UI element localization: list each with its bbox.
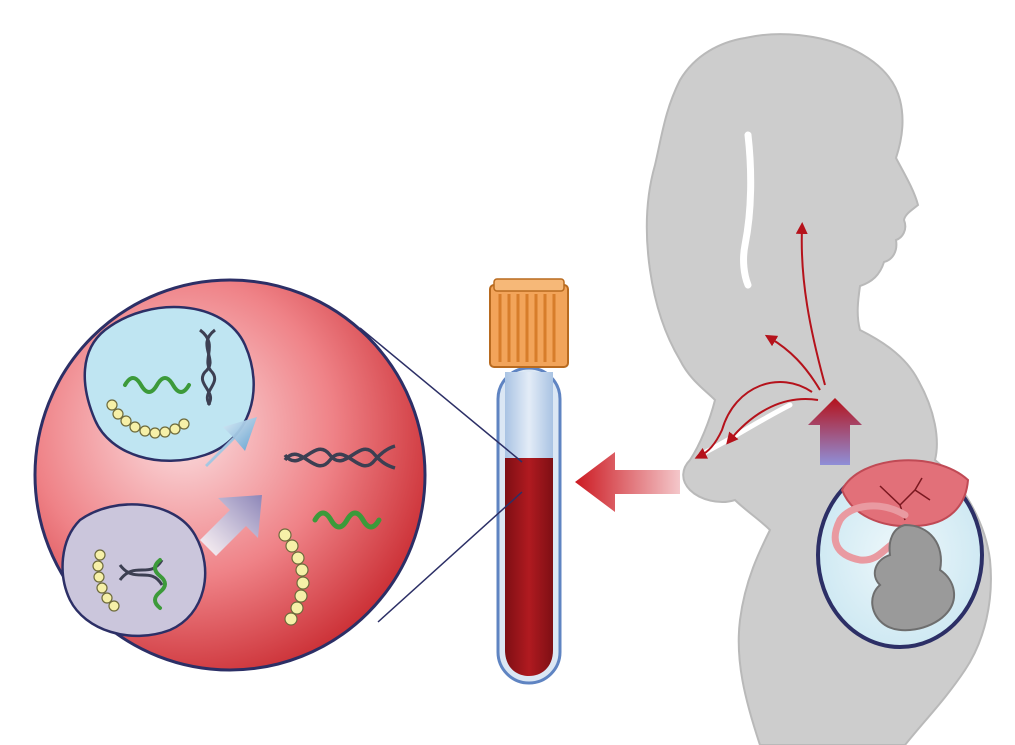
tube-cap [490,285,568,367]
transfer-arrow-to-tube [575,452,680,512]
pregnancy-womb [818,460,982,647]
tube-plasma-layer [505,372,553,458]
tube-cap-ridges [500,294,554,362]
blood-tube [490,279,568,683]
magnified-sample [35,280,425,670]
placental-cell [85,307,254,461]
tube-cap-top [494,279,564,291]
tube-blood-layer [505,458,553,676]
